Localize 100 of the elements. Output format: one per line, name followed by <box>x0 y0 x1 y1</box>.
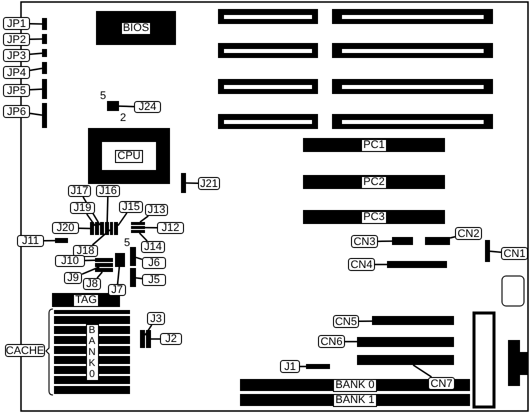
leader-line <box>96 272 103 278</box>
leader-line <box>92 229 110 246</box>
expansion-slot <box>303 175 445 189</box>
jumper-block <box>114 222 118 235</box>
leader-line <box>44 240 56 242</box>
jumper-block <box>105 222 109 235</box>
callout-label: J11 <box>17 235 44 247</box>
jumper-block <box>42 18 47 30</box>
callout-label: JP6 <box>3 105 30 118</box>
callout-label: CN2 <box>455 227 482 240</box>
jumper-block <box>107 101 119 111</box>
leader-line <box>82 266 100 275</box>
leader-line <box>375 264 387 266</box>
leader-line <box>345 340 357 342</box>
callout-label: J9 <box>64 272 82 284</box>
callout-label: CN3 <box>351 235 378 248</box>
callout-label: J1 <box>280 360 300 373</box>
pin-number: 5 <box>124 238 130 249</box>
part-label: TAG <box>73 294 99 306</box>
jumper-block <box>95 268 113 272</box>
callout-label: J5 <box>142 274 166 286</box>
part-label: PC2 <box>361 176 387 188</box>
pin-header <box>392 237 413 245</box>
callout-label: J17 <box>68 185 91 197</box>
expansion-slot <box>332 43 493 58</box>
jumper-block <box>90 222 94 235</box>
jumper-block <box>42 79 47 99</box>
callout-label: J13 <box>145 204 168 216</box>
leader-line <box>30 88 42 91</box>
callout-label: JP2 <box>3 33 30 46</box>
part-label: BIOS <box>120 22 152 34</box>
jumper-block <box>42 34 47 44</box>
part-label: PC1 <box>361 138 387 152</box>
callout-label: JP3 <box>3 49 30 62</box>
jumper-block <box>95 258 113 262</box>
pin-header <box>387 261 447 268</box>
leader-line <box>138 232 148 242</box>
callout-label: J2 <box>160 333 182 345</box>
leader-line <box>144 324 152 336</box>
leader-line <box>136 277 142 280</box>
callout-label: JP4 <box>3 66 30 79</box>
expansion-slot <box>303 138 445 152</box>
jumper-block <box>181 173 186 193</box>
leader-line <box>140 215 149 223</box>
callout-label: J18 <box>73 245 98 257</box>
callout-label: CN7 <box>428 377 455 390</box>
pin-header <box>485 240 490 262</box>
leader-line <box>136 256 142 260</box>
leader-line <box>30 38 42 40</box>
callout-label: J20 <box>52 222 79 234</box>
callout-label: J6 <box>142 257 166 269</box>
jumper-block <box>131 226 145 229</box>
jumper-block <box>42 103 47 128</box>
memory-slot <box>240 379 470 391</box>
callout-label: J24 <box>134 101 161 113</box>
leader-line <box>151 338 160 340</box>
leader-line <box>118 105 134 108</box>
jumper-block <box>100 222 104 235</box>
pin-header <box>372 316 454 325</box>
memory-slot <box>240 394 470 406</box>
callout-label: J16 <box>96 185 120 197</box>
part-label: BANK 0 <box>333 378 377 392</box>
expansion-slot <box>218 79 318 94</box>
leader-line <box>450 236 456 239</box>
jumper-block <box>115 253 125 267</box>
callout-label: CN4 <box>348 258 375 271</box>
jumper-block <box>95 263 113 267</box>
leader-line <box>30 68 42 72</box>
bios-chip <box>96 11 176 45</box>
expansion-slot <box>332 9 493 24</box>
callout-label: J14 <box>141 241 165 253</box>
callout-label: CN6 <box>318 335 345 348</box>
expansion-slot <box>303 210 445 224</box>
part-label: BANK0 <box>86 324 98 381</box>
jumper-block <box>131 230 145 233</box>
leader-line <box>30 23 42 25</box>
jumper-block <box>42 49 47 57</box>
leader-line <box>358 320 372 322</box>
leader-line <box>116 266 120 284</box>
leader-line <box>144 226 158 229</box>
leader-line <box>300 366 306 368</box>
pin-header <box>357 337 454 347</box>
pin-header <box>306 364 330 369</box>
pin-header <box>425 237 450 245</box>
jumper-block <box>95 222 99 235</box>
leader-line <box>84 260 96 262</box>
jumper-block <box>130 247 136 266</box>
cpu-socket <box>88 128 170 184</box>
callout-label: CN1 <box>501 247 528 260</box>
callout-label: J21 <box>198 177 220 190</box>
pin-header <box>357 355 454 365</box>
callout-label: J15 <box>119 201 143 213</box>
leader-line <box>186 182 198 184</box>
part-label: CPU <box>115 150 143 162</box>
leader-line <box>30 112 42 116</box>
leader-line <box>78 228 90 230</box>
callout-label: CN5 <box>333 315 359 328</box>
leader-line <box>412 364 432 378</box>
callout-label: J3 <box>147 312 165 325</box>
callout-label: J8 <box>83 278 101 290</box>
